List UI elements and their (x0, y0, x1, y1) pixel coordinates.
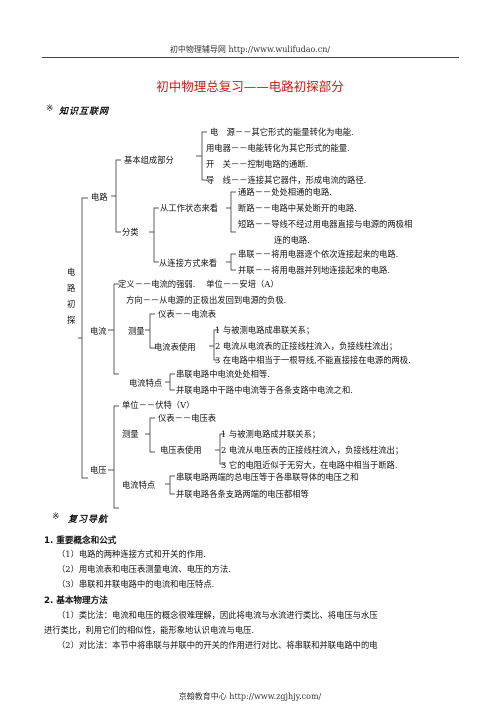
node-voltmeter-use: 电压表使用 (160, 445, 202, 455)
node-current-features: 电流特点 (129, 378, 163, 388)
node-current: 电流 (90, 326, 107, 336)
node-ammeter-use: 电流表使用 (154, 342, 196, 352)
section1-mark: ※ (46, 104, 54, 114)
node-by-working-state: 从工作状态来看 (160, 203, 219, 213)
section2-mark: ※ (52, 512, 60, 522)
basic-item: 开 关－－控制电路的通断. (206, 159, 309, 169)
node-circuit: 电路 (91, 192, 108, 202)
node-voltage-features: 电流特点 (122, 480, 156, 490)
connection-item: 串联－－将用电器逐个依次连接起来的电路. (238, 249, 399, 259)
brace-state (226, 191, 236, 233)
voltmeter-rule: 2 电流从电压表的正接线柱流入，负接线柱流出； (221, 445, 404, 455)
brace-voltmeter-use (215, 433, 225, 465)
voltage-instrument: 仪表－－电压表 (158, 413, 217, 423)
ammeter-rule: 2 电流从电流表的正接线柱流入，负接线柱流出； (215, 341, 398, 351)
node-voltage: 电压 (90, 465, 107, 475)
review-heading: 1. 重要概念和公式 (44, 536, 117, 546)
brace-root (78, 197, 88, 479)
review-line: （3）串联和并联电路中的电流和电压特点. (57, 579, 215, 589)
page-title: 初中物理总复习——电路初探部分 (156, 79, 344, 94)
voltmeter-rule: 3 它的电阻近似于无穷大，在电路中相当于断路. (221, 460, 398, 470)
brace-ammeter-use (209, 329, 219, 361)
page-header: 初中物理辅导网 http://www.wulifudao.cn/ (169, 45, 331, 54)
voltage-feature: 串联电路两端的总电压等于各串联导体的电压之和 (176, 472, 359, 482)
tree-root-char: 初 (67, 299, 76, 309)
current-direction: 方向－－从电源的正极出发回到电源的负极. (126, 295, 287, 305)
review-line: 进行类比，利用它们的相似性，能形象地认识电流与电压. (44, 625, 255, 635)
tree-root-char: 电 (67, 267, 76, 277)
brace-basic (196, 131, 207, 181)
basic-item: 电 源－－其它形式的能量转化为电能. (210, 127, 354, 137)
brace-circuit (111, 159, 121, 233)
tree-root-char: 探 (67, 315, 76, 325)
current-instrument: 仪表－－电流表 (158, 309, 217, 319)
brace-classify (149, 207, 159, 263)
current-feature: 并联电路中干路中电流等于各条支路中电流之和. (176, 385, 353, 395)
basic-item: 导 线－－连接其它器件，形成电流的路径. (206, 175, 367, 185)
tree-root-char: 路 (67, 283, 76, 293)
brace-voltage-measure (145, 417, 155, 453)
voltage-feature: 并联电路各条支路两端的电压都相等 (176, 489, 309, 499)
connection-item: 并联－－将用电器并列地连接起来的电路. (238, 265, 390, 275)
state-item: 连的电路. (274, 235, 310, 245)
review-heading: 2. 基本物理方法 (44, 596, 108, 606)
review-line: （2）用电流表和电压表测量电流、电压的方法. (57, 564, 231, 574)
current-feature: 串联电路中电流处处相等. (176, 369, 270, 379)
brace-connection (226, 253, 236, 271)
node-by-connection: 从连接方式来看 (159, 258, 218, 268)
brace-current-features (165, 373, 175, 391)
node-voltage-measure: 测量 (122, 429, 139, 439)
review-line: （1）类比法：电流和电压的概念很难理解，因此将电流与水流进行类比、将电压与水压 (57, 610, 378, 620)
state-item: 断路－－电路中某处断开的电路. (238, 203, 357, 213)
state-item: 通路－－处处相通的电路. (238, 187, 332, 197)
current-definition: 定义－－电流的强弱. 单位－－安培（A） (118, 279, 279, 289)
page-footer: 京翰教育中心 http://www.zgjhjy.com/ (178, 692, 322, 701)
review-line: （2）对比法：本节中将串联与并联中的开关的作用进行对比、将串联和并联电路中的电 (57, 640, 378, 650)
basic-item: 用电器－－电能转化为其它形式的能量. (206, 143, 350, 153)
brace-voltage (108, 405, 119, 509)
section1-heading: 知识互联网 (59, 107, 110, 117)
voltage-unit: 单位－－伏特（V） (122, 400, 195, 410)
node-classification: 分类 (122, 227, 139, 237)
section2-heading: 复习导航 (68, 515, 109, 525)
brace-current-measure (145, 313, 155, 349)
brace-current (108, 283, 119, 375)
node-basic-components: 基本组成部分 (124, 155, 174, 165)
voltmeter-rule: 1 与被测电路成并联关系； (221, 429, 321, 439)
header-rule (42, 57, 459, 58)
node-current-measure: 测量 (128, 326, 145, 336)
state-item: 短路－－导线不经过用电器直接与电源的两极相 (238, 219, 413, 229)
brace-voltage-features (165, 475, 175, 495)
ammeter-rule: 3 在电路中相当于一根导线,不能直接接在电源的两极. (215, 355, 411, 365)
ammeter-rule: 1 与被测电路成串联关系； (215, 325, 315, 335)
review-line: （1）电路的两种连接方式和开关的作用. (57, 549, 206, 559)
